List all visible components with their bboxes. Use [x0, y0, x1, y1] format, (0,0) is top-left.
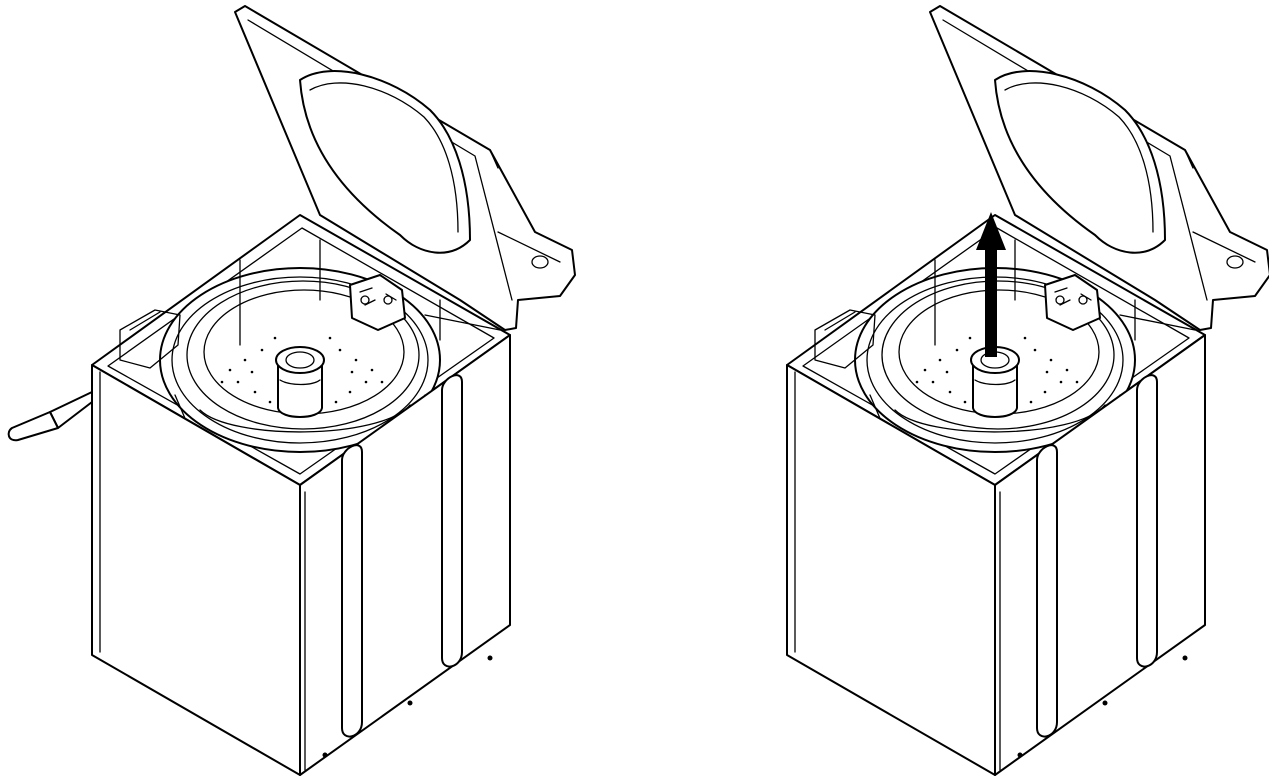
washer-right-panel: [786, 5, 1269, 776]
up-arrow-icon: [976, 212, 1006, 357]
washer-left-panel: [91, 5, 576, 776]
putty-knife-icon: [7, 391, 93, 442]
